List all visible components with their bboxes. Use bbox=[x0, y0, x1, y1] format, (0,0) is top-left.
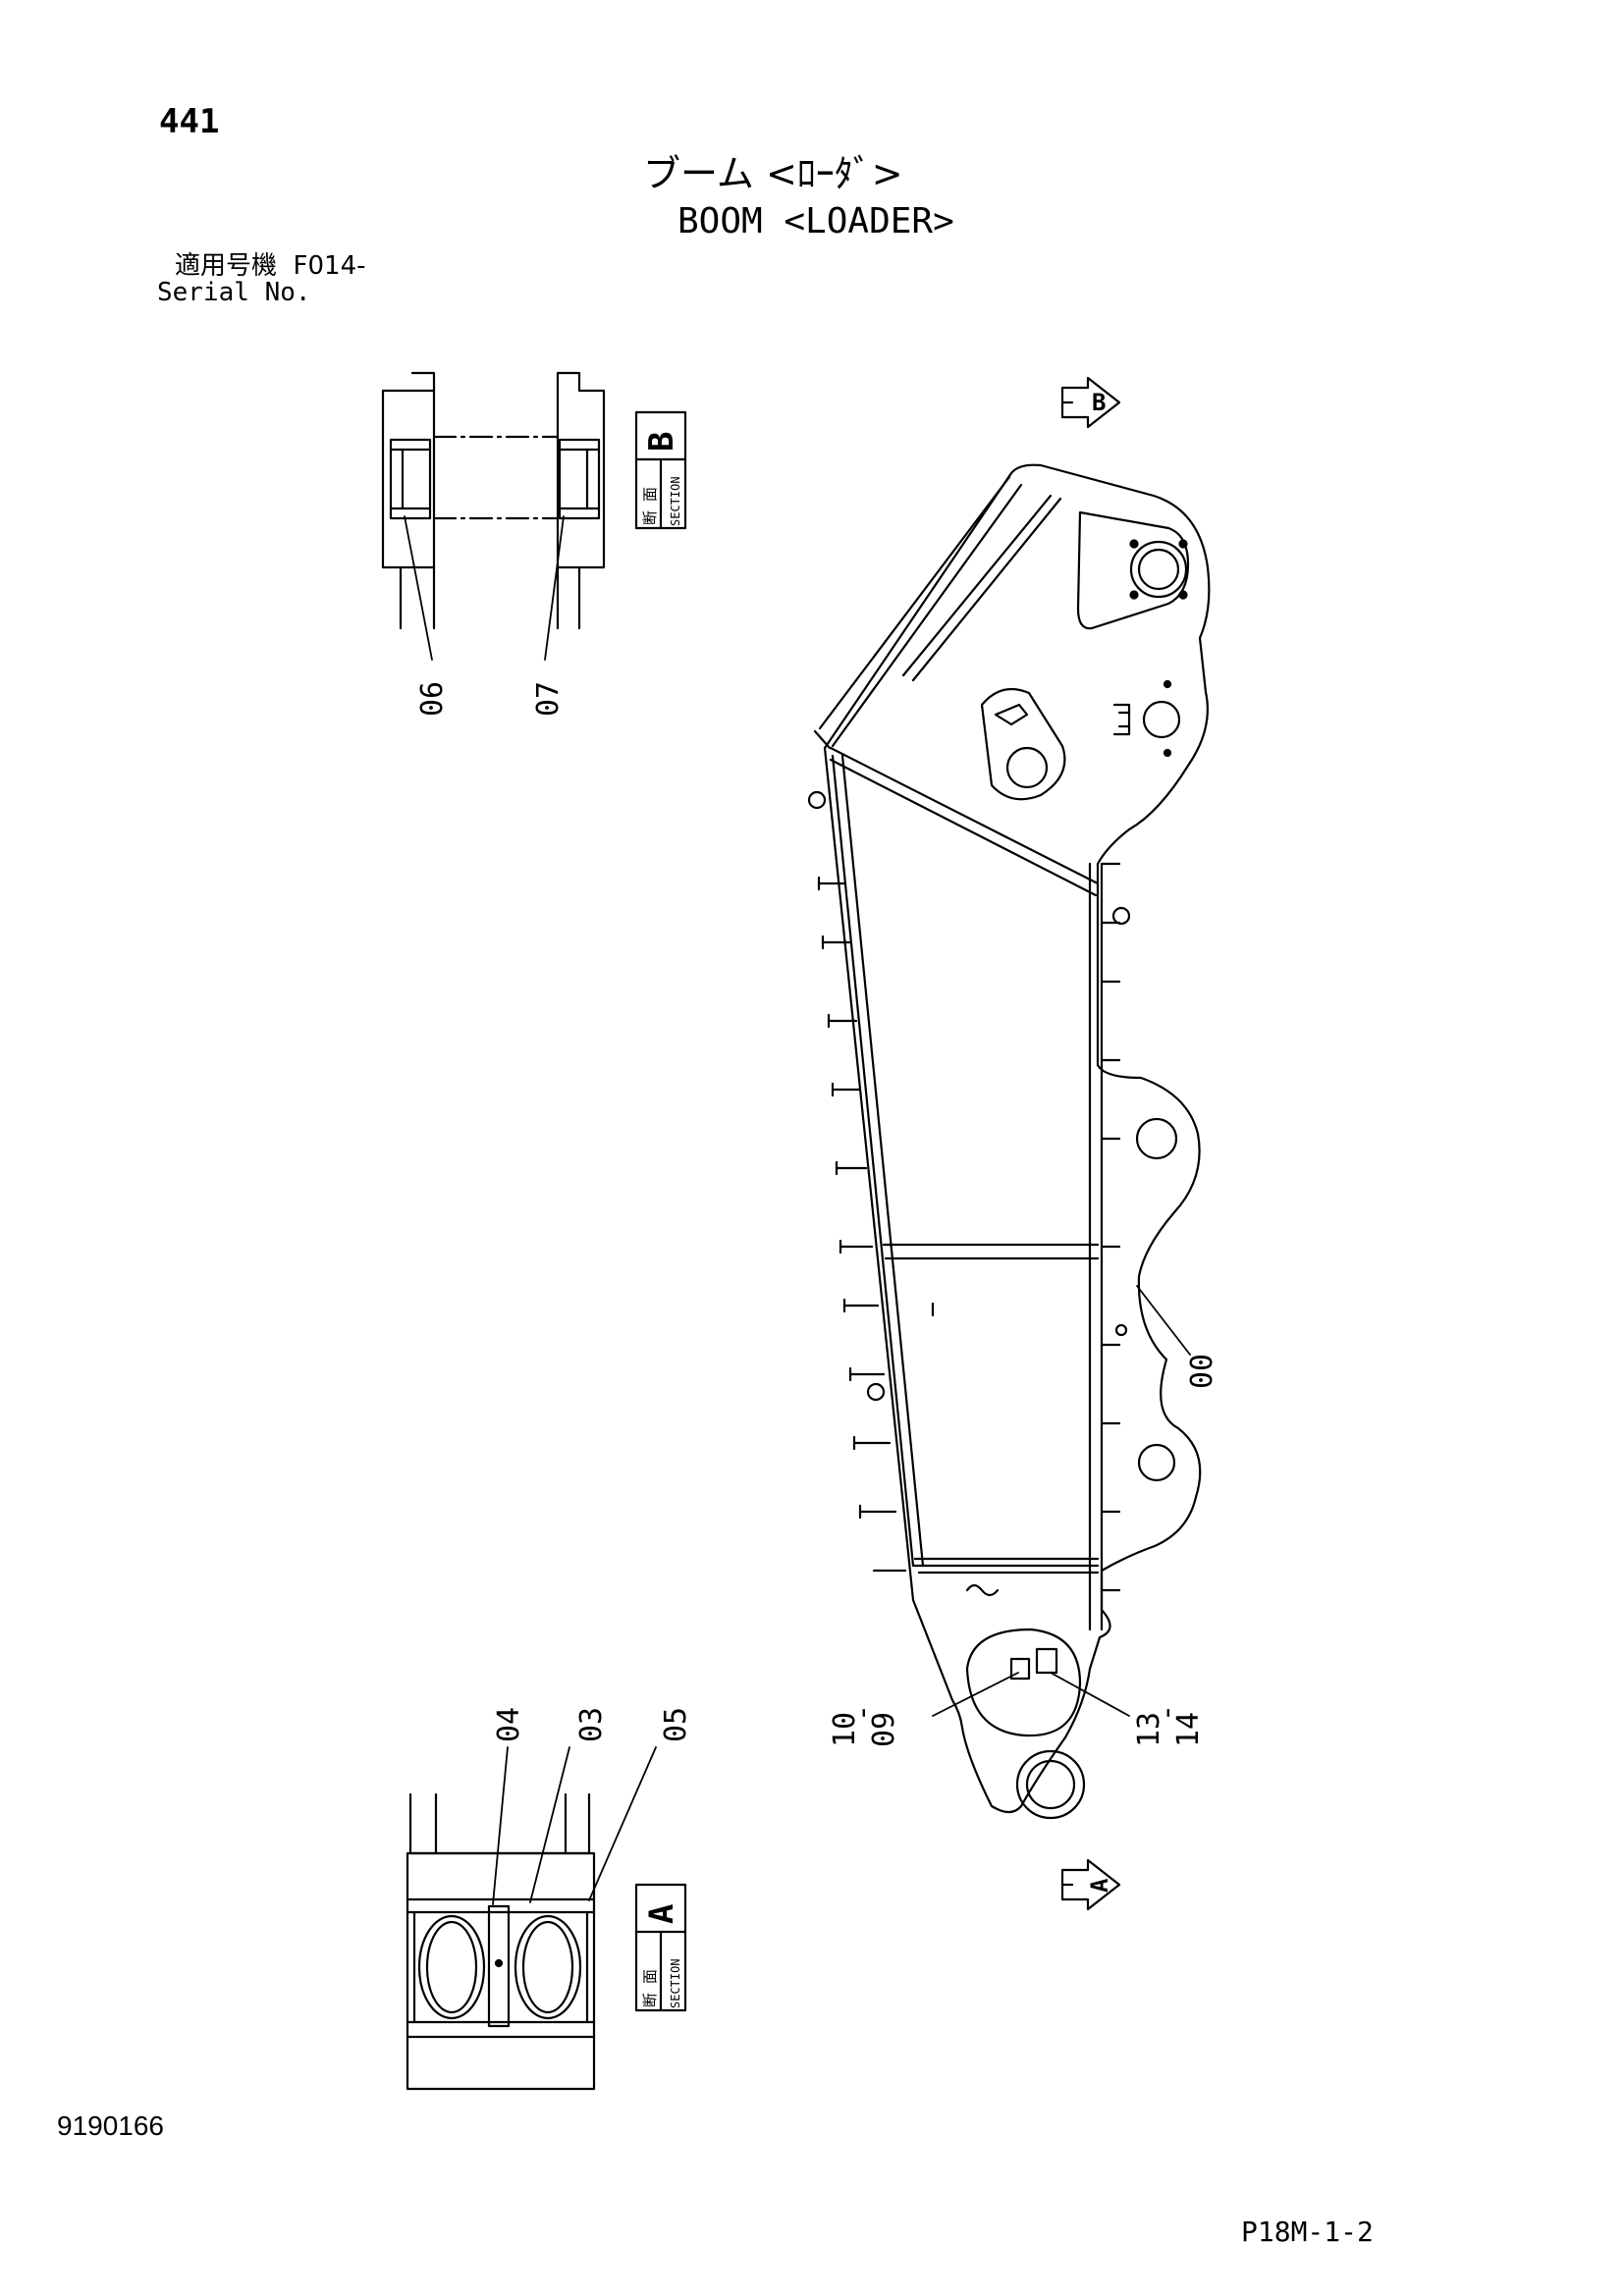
arrow-b-letter: B bbox=[1092, 389, 1106, 416]
title-english: BOOM <LOADER> bbox=[677, 201, 954, 241]
section-b-label-en: SECTION bbox=[669, 476, 682, 526]
section-a-label-en: SECTION bbox=[669, 1958, 682, 2008]
section-b-label-jp: 断 面 bbox=[641, 487, 659, 525]
section-b-letter: B bbox=[642, 432, 681, 452]
section-a-label-jp: 断 面 bbox=[641, 1969, 659, 2007]
page-number: 441 bbox=[159, 102, 220, 141]
view-arrow-a bbox=[1060, 1858, 1121, 1911]
section-b-detail bbox=[381, 371, 687, 661]
sheet-code: P18M-1-2 bbox=[1241, 2216, 1374, 2248]
callout-13: 13 bbox=[1132, 1712, 1166, 1747]
callout-03: 03 bbox=[574, 1707, 609, 1742]
serial-label-english: Serial No. bbox=[157, 278, 311, 307]
callout-05: 05 bbox=[659, 1707, 693, 1742]
section-a-detail bbox=[406, 1746, 687, 2091]
boom-main-view bbox=[807, 463, 1211, 1820]
drawing-number: 9190166 bbox=[57, 2110, 165, 2141]
view-arrow-b bbox=[1060, 376, 1121, 429]
callout-09: 09 bbox=[867, 1712, 901, 1747]
serial-label-japanese: 適用号機 bbox=[175, 251, 278, 281]
callout-10: 10 bbox=[828, 1712, 862, 1747]
section-a-letter: A bbox=[642, 1904, 681, 1924]
callout-left-dash: - bbox=[845, 1704, 880, 1722]
callout-right-dash: - bbox=[1150, 1704, 1184, 1722]
callout-04: 04 bbox=[492, 1707, 526, 1742]
serial-value: F014- bbox=[293, 251, 366, 281]
callout-07: 07 bbox=[531, 681, 566, 717]
callout-00: 00 bbox=[1185, 1354, 1219, 1389]
title-japanese: ブーム <ﾛｰﾀﾞ> bbox=[643, 152, 903, 195]
arrow-a-letter: A bbox=[1086, 1878, 1113, 1893]
serial-line-japanese: 適用号機 F014- bbox=[175, 253, 366, 279]
callout-06: 06 bbox=[415, 681, 450, 717]
callout-14: 14 bbox=[1171, 1712, 1206, 1747]
